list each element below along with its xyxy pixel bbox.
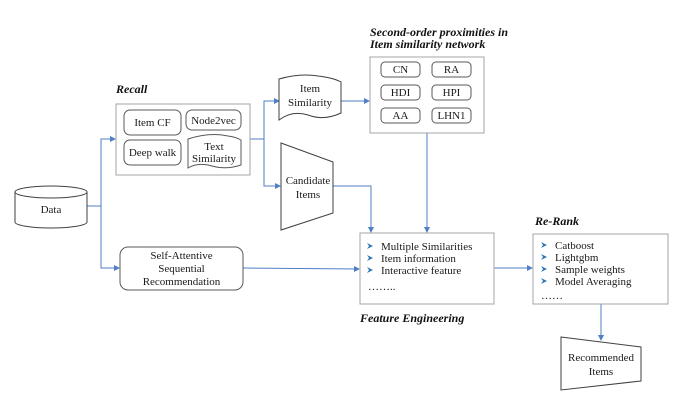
arrowhead-bullet-icon	[367, 255, 373, 261]
candidate-items-label-1: Candidate	[286, 175, 331, 187]
arrowhead-bullet-icon	[541, 278, 547, 284]
feature-engineering-title: Feature Engineering	[359, 311, 464, 325]
proximity-label: AA	[393, 110, 409, 122]
trapezoid-candidate-items	[280, 142, 334, 231]
arrowhead-bullet-icon	[541, 242, 547, 248]
connector-recall-to-candidates	[263, 139, 281, 189]
candidate-items-node: Candidate Items	[280, 142, 334, 231]
connector-recall-to-item-similarity	[250, 98, 280, 140]
sasr-label-3: Recommendation	[143, 276, 221, 288]
data-label: Data	[41, 204, 62, 216]
rerank-ellipsis: ……	[541, 290, 563, 302]
recall-title: Recall	[115, 82, 148, 96]
arrowhead-bullet-icon	[367, 267, 373, 273]
proximity-pill	[380, 61, 421, 78]
list-item: Catboost	[555, 240, 594, 252]
list-item: Model Averaging	[555, 276, 632, 288]
list-item: Lightgbm	[555, 252, 599, 264]
list-item: Interactive feature	[381, 265, 461, 277]
database-top	[14, 185, 88, 199]
rerank-box	[532, 233, 669, 305]
second-order-title-line2: Item similarity network	[369, 37, 485, 51]
feature-engineering-ellipsis: ……..	[368, 281, 396, 293]
data-node: Data	[14, 185, 88, 229]
connectors	[87, 98, 604, 341]
trapezoid-recommended-items	[560, 336, 642, 391]
method-item-cf-label: Item CF	[134, 117, 170, 129]
proximity-label: CN	[393, 64, 408, 76]
proximity-label: LHN1	[437, 110, 465, 122]
method-node2vec-label: Node2vec	[191, 115, 236, 127]
method-deep-walk-label: Deep walk	[129, 147, 177, 159]
proximity-pill	[380, 84, 421, 101]
method-deep-walk	[123, 139, 182, 166]
list-item: Multiple Similarities	[381, 241, 472, 253]
item-similarity-node: Item Similarity	[278, 74, 342, 122]
connector-data-trunk	[87, 136, 116, 207]
rerank-title: Re-Rank	[534, 214, 579, 228]
proximity-label: HDI	[391, 87, 411, 99]
sasr-box	[119, 246, 244, 291]
arrowhead-bullet-icon	[541, 254, 547, 260]
method-node2vec	[185, 109, 242, 131]
sasr-label-2: Sequential	[158, 263, 204, 275]
item-similarity-label-1: Item	[300, 83, 321, 95]
proximity-pill	[431, 84, 472, 101]
document-shape-text-similarity	[187, 134, 242, 169]
proximity-label: RA	[444, 64, 459, 76]
candidate-items-label-2: Items	[296, 189, 320, 201]
list-item: Item information	[381, 253, 456, 265]
proximity-pill	[380, 107, 421, 124]
second-order-title-line1: Second-order proximities in	[370, 25, 508, 39]
method-item-cf	[123, 109, 182, 136]
recommended-items-node: Recommended Items	[560, 336, 642, 391]
proximities-group: CN RA HDI HPI AA LHN1	[369, 56, 485, 134]
recall-group: Item CF Node2vec Deep walk Text Similari…	[115, 103, 251, 176]
text-similarity-label-1: Text	[204, 141, 223, 153]
feature-engineering-box	[359, 232, 495, 305]
proximity-label: HPI	[443, 87, 461, 99]
document-shape-item-similarity	[278, 74, 342, 122]
sasr-node: Self-Attentive Sequential Recommendation	[119, 246, 244, 291]
database-icon	[14, 192, 88, 229]
recommended-items-label-2: Items	[589, 366, 613, 378]
connector-sasr-to-feature-eng	[242, 265, 360, 272]
text-similarity-label-2: Similarity	[192, 153, 237, 165]
sasr-label-1: Self-Attentive	[150, 250, 212, 262]
arrowhead-bullet-icon	[541, 266, 547, 272]
list-item: Sample weights	[555, 264, 625, 276]
proximity-pill	[431, 61, 472, 78]
item-similarity-label-2: Similarity	[288, 97, 333, 109]
recommended-items-label-1: Recommended	[568, 352, 634, 364]
proximity-pill	[431, 107, 472, 124]
arrowhead-bullet-icon	[367, 243, 373, 249]
connector-candidates-to-feature-eng	[333, 185, 374, 233]
connector-data-to-sasr	[100, 206, 120, 271]
